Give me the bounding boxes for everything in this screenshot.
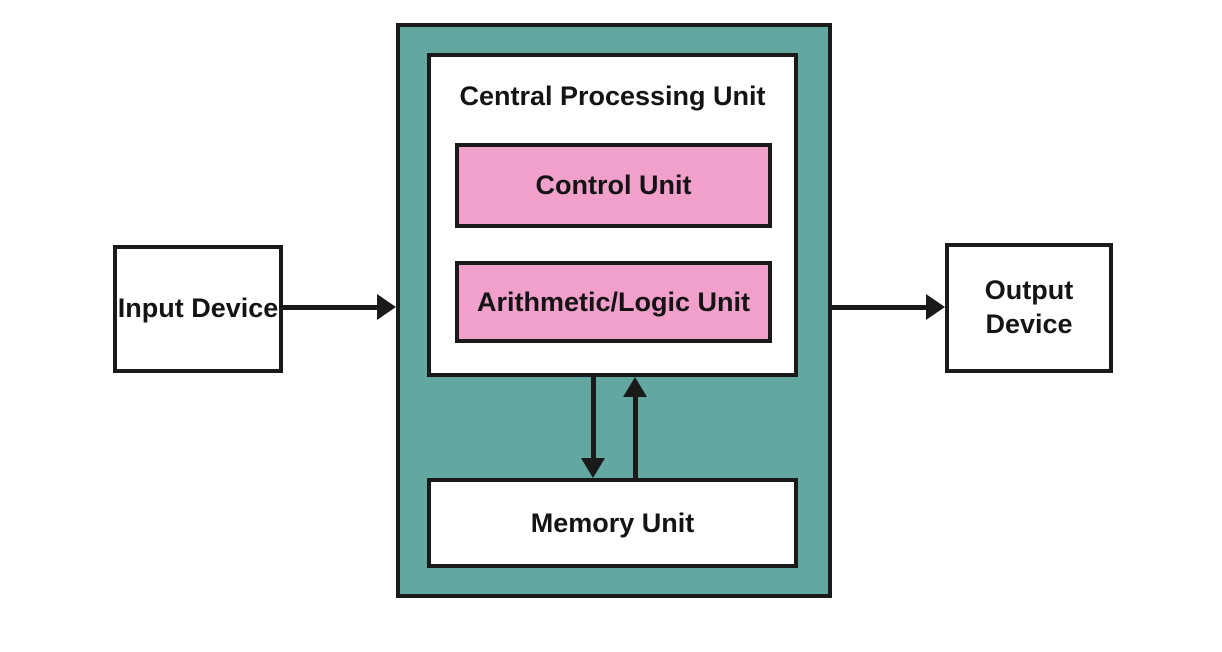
memory-to-cpu-arrow-line (633, 397, 638, 478)
output-device-label: Output Device (984, 275, 1074, 339)
input-to-cpu-arrow-line (281, 305, 379, 310)
control-unit-label: Control Unit (535, 170, 692, 200)
control-unit-box: Control Unit (455, 143, 772, 228)
memory-unit-label: Memory Unit (530, 507, 695, 538)
input-device-label: Input Device (117, 293, 279, 324)
alu-box: Arithmetic/Logic Unit (455, 261, 772, 343)
cpu-box: Central Processing Unit Control Unit Ari… (427, 53, 798, 377)
input-to-cpu-arrowhead-icon (377, 294, 396, 320)
output-device-box: Output Device (945, 243, 1113, 373)
cpu-to-memory-arrowhead-icon (581, 458, 605, 478)
memory-unit-box: Memory Unit (427, 478, 798, 568)
cpu-container: Central Processing Unit Control Unit Ari… (396, 23, 832, 598)
cpu-to-output-arrowhead-icon (926, 294, 945, 320)
cpu-to-memory-arrow-line (591, 377, 596, 458)
cpu-to-output-arrow-line (832, 305, 929, 310)
cpu-title: Central Processing Unit (459, 81, 766, 111)
input-device-box: Input Device (113, 245, 283, 373)
alu-label: Arithmetic/Logic Unit (476, 286, 750, 317)
memory-to-cpu-arrowhead-icon (623, 377, 647, 397)
